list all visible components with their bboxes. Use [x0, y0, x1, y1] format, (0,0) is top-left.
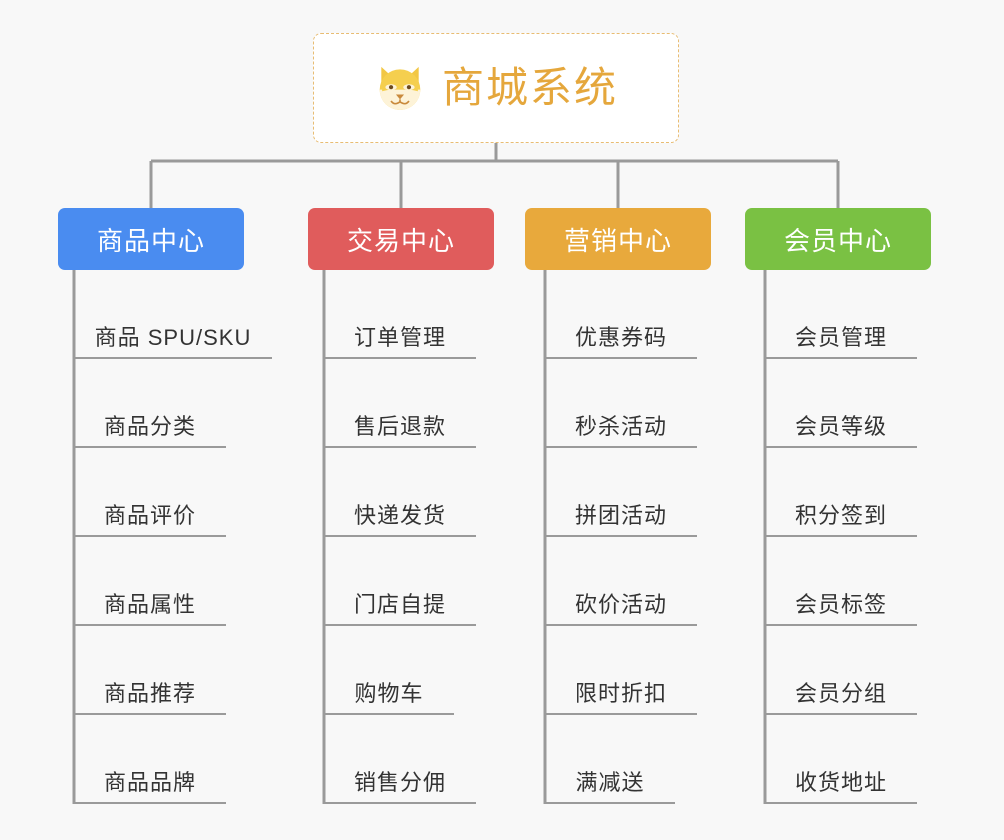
root-node[interactable]: 商城系统: [313, 33, 679, 143]
leaf-item-label: 商品 SPU/SKU: [94, 324, 252, 350]
leaf-item-label: 会员等级: [794, 413, 887, 439]
category-box-1[interactable]: 商品中心: [58, 208, 244, 270]
root-title: 商城系统: [441, 64, 618, 111]
leaf-item[interactable]: 会员标签: [765, 537, 917, 626]
category-label: 交易中心: [346, 225, 455, 256]
leaf-item[interactable]: 门店自提: [324, 537, 476, 626]
leaf-item-label: 积分签到: [794, 502, 887, 528]
leaf-item[interactable]: 限时折扣: [545, 626, 697, 715]
category-label: 会员中心: [783, 225, 892, 256]
leaf-item-label: 会员分组: [794, 680, 887, 706]
leaf-item[interactable]: 售后退款: [324, 359, 476, 448]
leaf-item-label: 快递发货: [353, 502, 446, 528]
leaf-item-label: 秒杀活动: [574, 413, 667, 439]
leaf-item[interactable]: 满减送: [545, 715, 675, 804]
leaf-item-label: 商品推荐: [103, 680, 196, 706]
leaf-item-label: 门店自提: [353, 591, 446, 617]
leaf-item[interactable]: 拼团活动: [545, 448, 697, 537]
leaf-item-label: 售后退款: [353, 413, 446, 439]
leaf-item-label: 销售分佣: [353, 769, 446, 795]
leaf-item[interactable]: 会员分组: [765, 626, 917, 715]
leaf-item[interactable]: 会员等级: [765, 359, 917, 448]
leaf-item-label: 会员标签: [794, 591, 887, 617]
leaf-item[interactable]: 商品属性: [74, 537, 226, 626]
leaf-item[interactable]: 收货地址: [765, 715, 917, 804]
leaf-item[interactable]: 订单管理: [324, 270, 476, 359]
leaf-item-label: 商品评价: [103, 502, 196, 528]
leaf-item[interactable]: 商品推荐: [74, 626, 226, 715]
leaf-item-label: 拼团活动: [574, 502, 667, 528]
leaf-item-label: 砍价活动: [574, 591, 667, 617]
category-box-3[interactable]: 营销中心: [525, 208, 711, 270]
leaf-item-label: 会员管理: [794, 324, 887, 350]
leaf-item[interactable]: 优惠券码: [545, 270, 697, 359]
leaf-item[interactable]: 商品评价: [74, 448, 226, 537]
leaf-item-label: 商品属性: [103, 591, 196, 617]
category-label: 营销中心: [563, 225, 672, 256]
leaf-item[interactable]: 快递发货: [324, 448, 476, 537]
leaf-item[interactable]: 砍价活动: [545, 537, 697, 626]
leaf-item[interactable]: 商品品牌: [74, 715, 226, 804]
leaf-item-label: 购物车: [354, 680, 424, 706]
leaf-item[interactable]: 会员管理: [765, 270, 917, 359]
leaf-item-label: 商品分类: [103, 413, 196, 439]
leaf-item-label: 限时折扣: [574, 680, 667, 706]
leaf-item-label: 收货地址: [794, 769, 887, 795]
leaf-item[interactable]: 商品分类: [74, 359, 226, 448]
leaf-item[interactable]: 购物车: [324, 626, 454, 715]
leaf-item[interactable]: 销售分佣: [324, 715, 476, 804]
category-box-4[interactable]: 会员中心: [745, 208, 931, 270]
leaf-item-label: 订单管理: [353, 324, 446, 350]
leaf-item[interactable]: 商品 SPU/SKU: [74, 270, 272, 359]
leaf-item-label: 满减送: [575, 769, 645, 795]
leaf-item[interactable]: 秒杀活动: [545, 359, 697, 448]
shiba-dog-face-icon: [379, 66, 421, 110]
category-box-2[interactable]: 交易中心: [308, 208, 494, 270]
category-label: 商品中心: [96, 225, 205, 256]
leaf-item-label: 优惠券码: [574, 324, 667, 350]
leaf-item-label: 商品品牌: [103, 769, 196, 795]
leaf-item[interactable]: 积分签到: [765, 448, 917, 537]
